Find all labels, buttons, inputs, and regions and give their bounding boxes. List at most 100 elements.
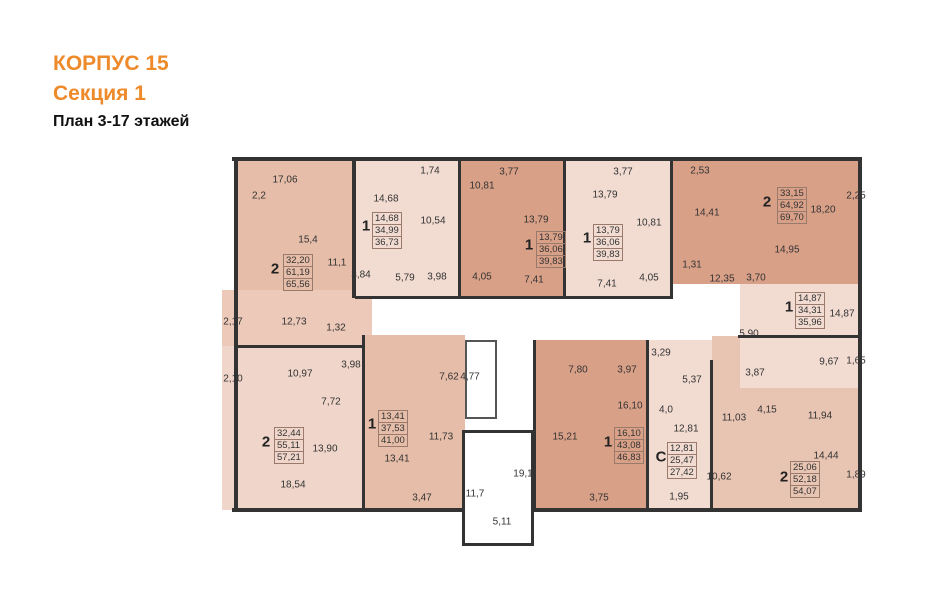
- living-area: 32,44: [275, 428, 303, 440]
- apartment-rooms-count: 1: [367, 415, 377, 433]
- apartment-2room-g[interactable]: [222, 346, 362, 510]
- wall: [563, 160, 566, 298]
- room-area-label: 10,81: [469, 180, 495, 192]
- total-area-with-balcony: 57,21: [277, 452, 301, 463]
- room-area-label: 18,54: [280, 479, 306, 491]
- total-area: 25,47: [668, 455, 696, 467]
- total-area-with-balcony: 41,00: [381, 435, 405, 446]
- total-area: 55,11: [275, 440, 303, 452]
- apartment-rooms-count: С: [655, 448, 667, 466]
- total-area: 34,31: [796, 305, 824, 317]
- wall: [362, 335, 365, 510]
- living-area: 16,10: [615, 428, 643, 440]
- apartment-2room-a[interactable]: [237, 160, 357, 292]
- room-area-label: 10,54: [420, 215, 446, 227]
- living-area: 12,81: [668, 443, 696, 455]
- total-area-with-balcony: 39,83: [539, 256, 563, 267]
- room-area-label: 4,05: [472, 271, 492, 283]
- room-area-label: 15,4: [298, 234, 318, 246]
- room-area-label: 3,47: [412, 492, 432, 504]
- outer-wall-right: [858, 157, 862, 512]
- total-area: 36,06: [594, 237, 622, 249]
- apartment-1room-c[interactable]: [460, 160, 565, 298]
- room-area-label: 2,25: [846, 190, 866, 202]
- room-area-label: 3,98: [341, 359, 361, 371]
- room-area-label: 3,84: [351, 269, 371, 281]
- room-area-label: 10,81: [636, 217, 662, 229]
- living-area: 14,68: [373, 213, 401, 225]
- apartment-rooms-count: 1: [582, 229, 592, 247]
- wall: [352, 160, 356, 298]
- elevator-shaft: [465, 340, 497, 419]
- room-area-label: 13,90: [312, 443, 338, 455]
- room-area-label: 2,2: [252, 190, 266, 202]
- total-area: 36,06: [537, 244, 565, 256]
- room-area-label: 5,90: [739, 328, 759, 340]
- room-area-label: 1,32: [326, 322, 346, 334]
- room-area-label: 7,41: [597, 278, 617, 290]
- room-area-label: 15,21: [552, 431, 578, 443]
- wall: [458, 160, 461, 298]
- wall: [670, 160, 673, 298]
- room-area-label: 12,73: [281, 316, 307, 328]
- living-area: 33,15: [778, 188, 806, 200]
- room-area-label: 7,62: [439, 371, 459, 383]
- apartment-2room-k-top: [740, 336, 860, 388]
- total-area: 64,92: [778, 200, 806, 212]
- room-area-label: 18,20: [810, 204, 836, 216]
- room-area-label: 11,94: [807, 410, 833, 422]
- room-area-label: 3,97: [617, 364, 637, 376]
- room-area-label: 11,1: [327, 257, 347, 269]
- living-area: 32,20: [284, 255, 312, 267]
- room-area-label: 7,80: [568, 364, 588, 376]
- total-area: 61,19: [284, 267, 312, 279]
- stairwell: [462, 430, 534, 546]
- wall: [355, 296, 673, 299]
- wall: [738, 335, 860, 338]
- room-area-label: 13,41: [384, 453, 410, 465]
- room-area-label: 3,87: [745, 367, 765, 379]
- room-area-label: 7,41: [524, 274, 544, 286]
- apartment-studio-j[interactable]: [648, 340, 712, 510]
- wall: [710, 360, 713, 510]
- total-area-with-balcony: 54,07: [793, 486, 817, 497]
- room-area-label: 13,79: [523, 214, 549, 226]
- room-area-label: 16,10: [617, 400, 643, 412]
- room-area-label: 19,1: [513, 468, 533, 480]
- total-area-with-balcony: 27,42: [670, 467, 694, 478]
- room-area-label: 2,10: [223, 373, 243, 385]
- room-area-label: 17,06: [272, 174, 298, 186]
- room-area-label: 3,75: [589, 492, 609, 504]
- apartment-rooms-count: 2: [261, 433, 271, 451]
- room-area-label: 14,44: [813, 450, 839, 462]
- room-area-label: 5,11: [492, 516, 512, 528]
- room-area-label: 4,77: [460, 371, 480, 383]
- outer-wall-bottom-right: [532, 508, 862, 512]
- room-area-label: 3,98: [427, 271, 447, 283]
- living-area: 14,87: [796, 293, 824, 305]
- total-area-with-balcony: 39,83: [596, 249, 620, 260]
- wall: [533, 340, 536, 510]
- total-area: 52,18: [791, 474, 819, 486]
- room-area-label: 7,72: [321, 396, 341, 408]
- living-area: 25,06: [791, 462, 819, 474]
- total-area-with-balcony: 46,83: [617, 452, 641, 463]
- room-area-label: 9,67: [819, 356, 839, 368]
- room-area-label: 3,70: [746, 272, 766, 284]
- wall: [646, 340, 649, 510]
- apartment-1room-d[interactable]: [565, 160, 672, 298]
- apartment-2room-e[interactable]: [672, 160, 860, 284]
- room-area-label: 1,95: [669, 491, 689, 503]
- apartment-rooms-count: 1: [603, 433, 613, 451]
- room-area-label: 1,74: [420, 165, 440, 177]
- apartment-1room-i[interactable]: [535, 340, 648, 510]
- room-area-label: 13,79: [592, 189, 618, 201]
- apartment-rooms-count: 2: [270, 260, 280, 278]
